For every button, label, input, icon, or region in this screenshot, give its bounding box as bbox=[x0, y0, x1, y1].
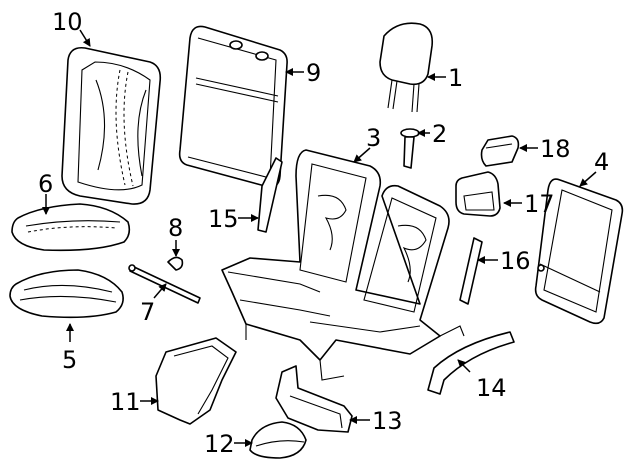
part-1-headrest bbox=[379, 22, 434, 113]
callout-9: 9 bbox=[306, 59, 321, 87]
part-9-seatback-panel bbox=[178, 25, 288, 188]
part-16-trim-strip bbox=[459, 237, 483, 305]
callout-8: 8 bbox=[168, 214, 183, 242]
part-4-side-panel bbox=[534, 178, 624, 325]
part-14-trim-panel bbox=[427, 331, 515, 395]
part-15-trim-strip bbox=[257, 157, 283, 233]
part-11-bracket bbox=[155, 337, 237, 425]
part-5-seat-cushion-base bbox=[9, 269, 124, 319]
part-10-seatback-cushion bbox=[61, 46, 162, 205]
part-12-armrest bbox=[249, 421, 307, 459]
callout-11: 11 bbox=[110, 388, 141, 416]
callout-labels: 10 9 1 2 3 18 4 6 8 17 15 16 7 5 11 14 1… bbox=[38, 8, 609, 458]
part-2-headrest-guide bbox=[400, 128, 420, 169]
callout-16: 16 bbox=[500, 247, 531, 275]
part-6-seat-cushion bbox=[11, 203, 131, 252]
part-13-support bbox=[275, 365, 353, 433]
callout-3: 3 bbox=[366, 124, 381, 152]
callout-4: 4 bbox=[594, 148, 609, 176]
callout-18: 18 bbox=[540, 135, 571, 163]
callout-17: 17 bbox=[524, 190, 555, 218]
callout-14: 14 bbox=[476, 374, 507, 402]
part-17-latch-bezel bbox=[455, 171, 501, 217]
part-3-seat-frame bbox=[221, 149, 465, 381]
callout-5: 5 bbox=[62, 346, 77, 374]
callout-leaders bbox=[42, 29, 597, 447]
part-18-cover bbox=[480, 135, 520, 167]
callout-6: 6 bbox=[38, 170, 53, 198]
callout-13: 13 bbox=[372, 407, 403, 435]
callout-12: 12 bbox=[204, 430, 235, 458]
callout-7: 7 bbox=[140, 298, 155, 326]
callout-15: 15 bbox=[208, 205, 239, 233]
callout-10: 10 bbox=[52, 8, 83, 36]
part-8-clip bbox=[167, 256, 184, 271]
callout-1: 1 bbox=[448, 64, 463, 92]
callout-2: 2 bbox=[432, 120, 447, 148]
